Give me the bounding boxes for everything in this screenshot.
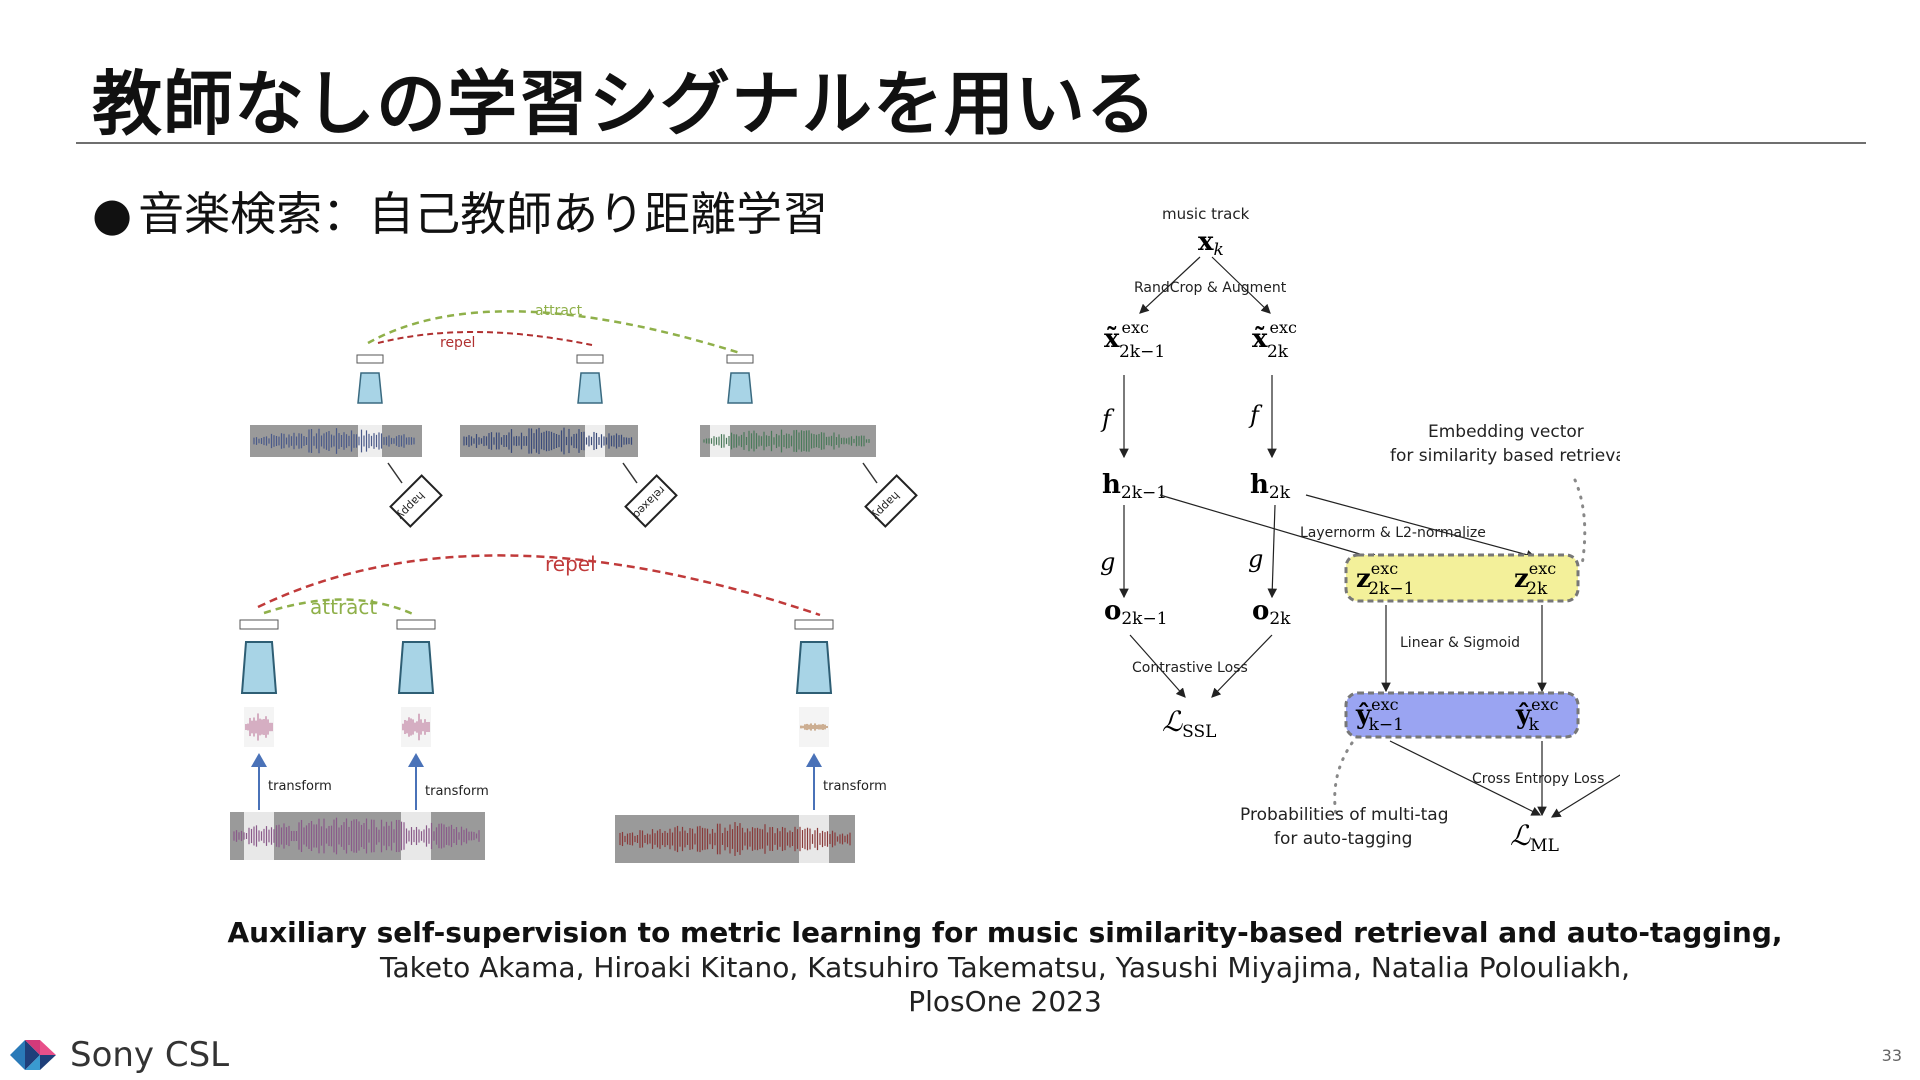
bullet-text: 音楽検索：自己教師あり距離学習	[138, 187, 829, 241]
bottom-encoder-3	[794, 619, 834, 694]
citation: Auxiliary self-supervision to metric lea…	[0, 915, 1920, 1019]
bottom-waveform-2	[615, 815, 855, 863]
l-ml-node: ℒML	[1510, 819, 1559, 856]
citation-authors: Taketo Akama, Hiroaki Kitano, Katsuhiro …	[380, 951, 1630, 984]
h-2k-node: h2k	[1250, 470, 1291, 503]
page-number: 33	[1881, 1046, 1902, 1065]
randcrop-arrow-left	[1139, 256, 1201, 314]
x-k-node: xk	[1198, 227, 1224, 260]
top-encoder-1	[356, 354, 384, 404]
f-label-right: f	[1248, 401, 1263, 429]
g-arrow-right	[1267, 504, 1278, 599]
title-divider	[76, 142, 1866, 144]
contrastive-loss-label: Contrastive Loss	[1132, 660, 1248, 676]
bullet-item: ●音楽検索：自己教師あり距離学習	[92, 178, 828, 244]
y-prob-box	[1344, 691, 1580, 739]
linear-sigmoid-label: Linear & Sigmoid	[1400, 635, 1520, 651]
l-ssl-node: ℒSSL	[1162, 705, 1216, 742]
contrastive-arrow-right	[1211, 634, 1273, 698]
transform-label-1: transform	[268, 779, 332, 794]
transform-label-3: transform	[823, 779, 887, 794]
logo-text: Sony CSL	[70, 1035, 230, 1075]
top-waveform-1	[250, 425, 422, 457]
top-attract-label: attract	[535, 303, 583, 319]
augmented-clip-2	[401, 707, 431, 747]
randcrop-label: RandCrop & Augment	[1134, 280, 1287, 296]
z-embedding-box	[1344, 553, 1580, 603]
h-2k-1-node: h2k−1	[1102, 470, 1167, 503]
sony-csl-logo-icon	[10, 1040, 56, 1070]
prob-label-line1: Probabilities of multi-tag	[1240, 805, 1449, 825]
top-waveform-3	[700, 425, 876, 457]
g-label-left: g	[1100, 548, 1115, 576]
bullet-dot: ●	[92, 187, 133, 241]
bottom-attract-label: attract	[310, 595, 377, 619]
g-label-right: g	[1248, 545, 1263, 573]
top-repel-arc	[377, 330, 593, 346]
tag-relaxed: relaxed	[622, 462, 678, 528]
o-2k-1-node: o2k−1	[1104, 596, 1168, 629]
o-2k-node: o2k	[1252, 596, 1291, 629]
transform-label-2: transform	[425, 784, 489, 799]
cross-entropy-label: Cross Entropy Loss	[1472, 771, 1604, 787]
sony-csl-logo: Sony CSL	[10, 1035, 229, 1075]
model-architecture-diagram: music track xk multi-tag yk RandCrop & A…	[1100, 205, 1620, 856]
bottom-attract-arc	[263, 598, 416, 617]
embedding-pointer-dots	[1573, 478, 1587, 567]
prob-label-line2: for auto-tagging	[1274, 829, 1412, 849]
top-encoder-2	[576, 354, 604, 404]
augmented-clip-3	[799, 707, 829, 747]
bottom-encoder-2	[396, 619, 436, 694]
ce-arrow-left	[1389, 740, 1542, 816]
layernorm-arrow-left	[1159, 494, 1382, 563]
prob-pointer-dots	[1333, 741, 1354, 817]
contrastive-arrow-left	[1129, 634, 1186, 698]
tag-happy-1: happy	[387, 462, 443, 528]
top-attract-arc	[367, 310, 741, 355]
music-track-label: music track	[1162, 205, 1250, 223]
top-repel-label: repel	[440, 335, 475, 351]
layernorm-label: Layernorm & L2-normalize	[1300, 525, 1486, 541]
top-waveform-2	[460, 425, 638, 457]
augmented-clip-1	[244, 707, 274, 747]
f-label-left: f	[1100, 405, 1115, 433]
citation-venue: PlosOne 2023	[908, 985, 1102, 1018]
ce-arrow-tags-diag	[1550, 774, 1620, 818]
metric-learning-illustration: attract repel happy	[230, 303, 918, 863]
top-encoder-3	[726, 354, 754, 404]
layernorm-arrow-right	[1305, 494, 1537, 560]
bottom-waveform-1	[230, 812, 485, 860]
tag-happy-2: happy	[862, 462, 918, 528]
citation-title: Auxiliary self-supervision to metric lea…	[227, 916, 1783, 949]
slide-title: 教師なしの学習シグナルを用いる	[92, 63, 1157, 145]
embedding-label-line1: Embedding vector	[1428, 422, 1584, 442]
randcrop-arrow-right	[1211, 256, 1271, 314]
embedding-label-line2: for similarity based retrieval	[1390, 446, 1620, 466]
bottom-encoder-1	[239, 619, 279, 694]
bottom-repel-arc	[257, 554, 821, 617]
bottom-repel-label: repel	[545, 552, 596, 576]
